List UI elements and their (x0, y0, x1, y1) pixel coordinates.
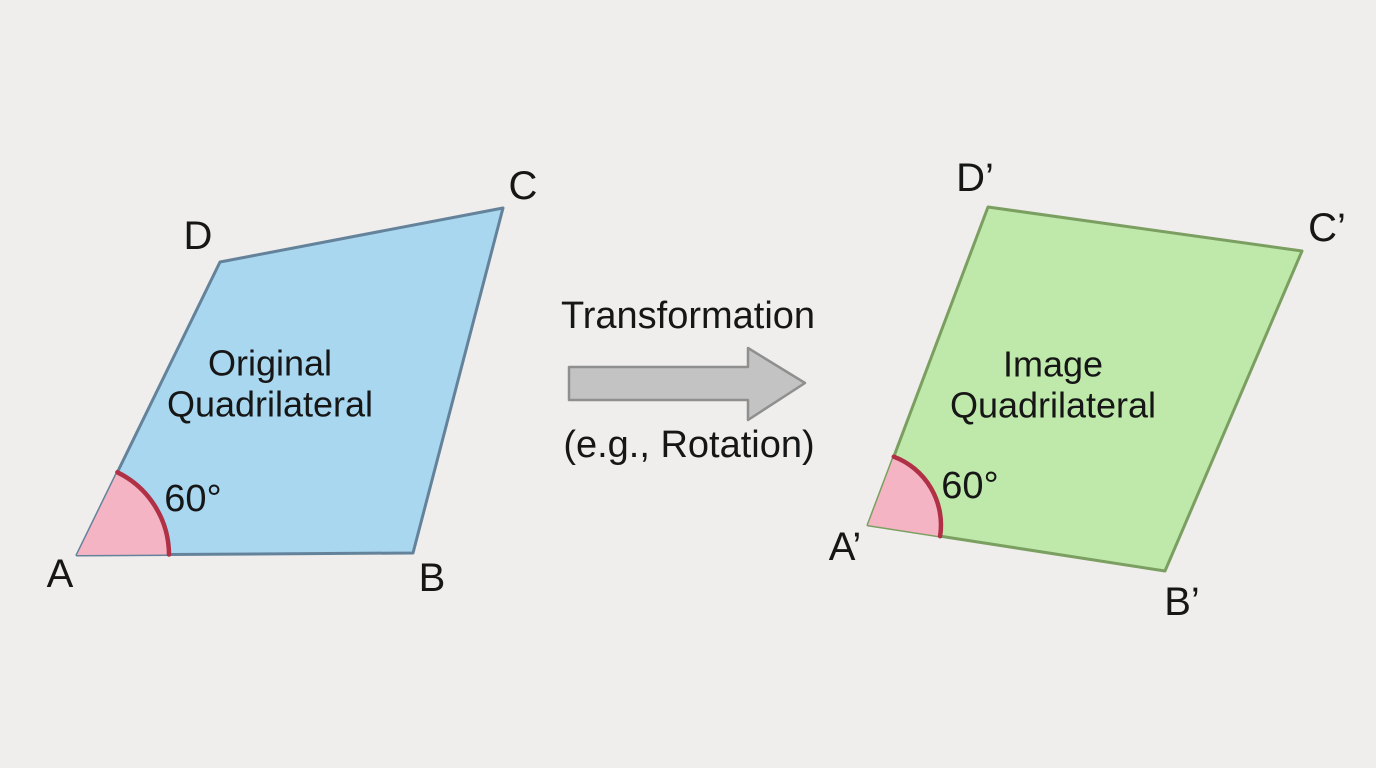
image-caption-line1: Image (1002, 343, 1104, 385)
angle-label-original: 60° (164, 478, 222, 521)
original-caption-line1: Original (207, 342, 333, 384)
vertex-label-c-prime: C’ (1308, 206, 1346, 250)
angle-arc-original (115, 470, 172, 557)
vertex-label-b: B (418, 556, 446, 600)
vertex-label-a: A (46, 552, 74, 596)
vertex-label-b-prime: B’ (1164, 580, 1200, 624)
angle-wedge-original (77, 472, 169, 555)
transformation-title: Transformation (560, 295, 816, 338)
angle-wedge-image (868, 456, 941, 537)
original-quadrilateral-caption: Original Quadrilateral (167, 343, 373, 426)
transformation-subtitle: (e.g., Rotation) (563, 424, 815, 467)
angle-arc-image (891, 454, 944, 539)
vertex-label-d-prime: D’ (956, 156, 994, 200)
image-quadrilateral-shape (866, 205, 1304, 573)
transformation-arrow-icon (567, 346, 807, 422)
vertex-label-c: C (508, 164, 538, 208)
vertex-label-d: D (183, 214, 213, 258)
original-caption-line2: Quadrilateral (166, 384, 374, 425)
vertex-label-a-prime: A’ (828, 525, 862, 569)
angle-label-image: 60° (941, 465, 999, 508)
original-quadrilateral-shape (75, 206, 505, 557)
image-caption-line2: Quadrilateral (949, 385, 1157, 426)
image-quadrilateral-caption: Image Quadrilateral (950, 344, 1156, 427)
